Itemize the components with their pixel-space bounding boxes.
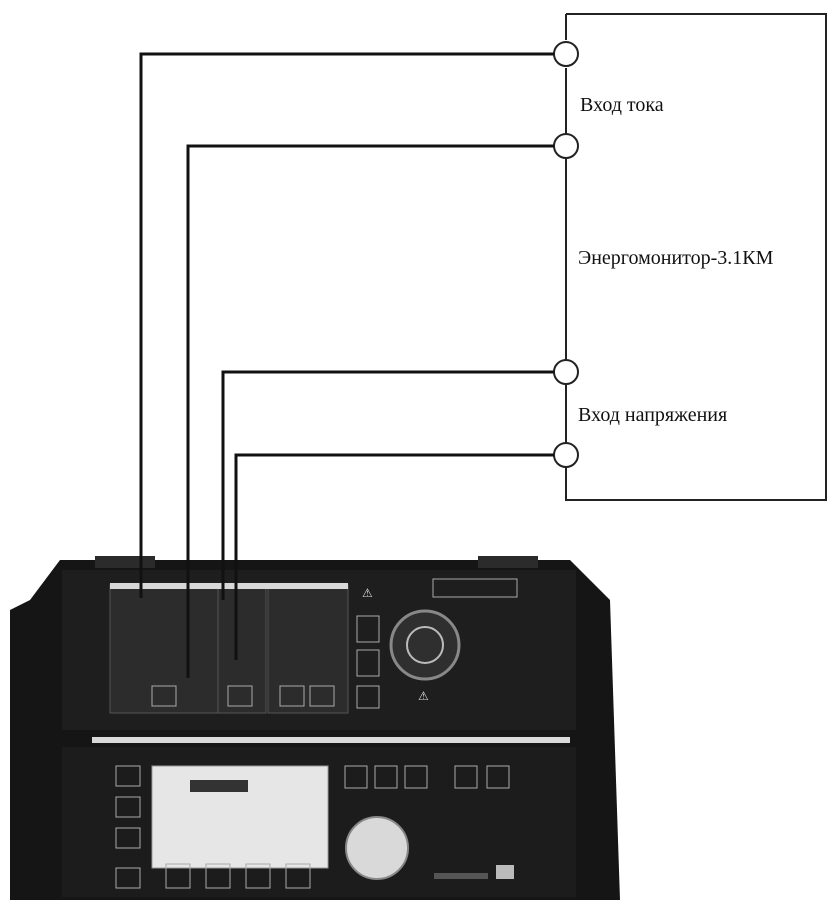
power-terminal-icon (356, 615, 380, 643)
current-input-label: Вход тока (580, 94, 664, 116)
warning-icon-lower: ⚠ (418, 689, 429, 703)
softkey-3 (245, 863, 271, 889)
wire-current-2 (186, 144, 554, 678)
current-terminal-1 (553, 41, 579, 67)
module-label-strip (110, 583, 348, 589)
voltage-input-label: Вход напряжения (578, 404, 727, 426)
left-handle (95, 556, 155, 568)
wiring (139, 52, 554, 678)
wire-current-1 (139, 52, 554, 598)
display-value-field (190, 780, 248, 792)
settings-gear-icon (374, 765, 398, 789)
side-button-4 (115, 867, 141, 889)
emergency-stop-ring (406, 626, 444, 664)
output-toggle-icon (454, 765, 478, 789)
side-button-1 (115, 765, 141, 787)
current-terminal-2 (553, 133, 579, 159)
device-name-label: Энергомонитор-3.1КМ (578, 247, 774, 269)
side-button-2 (115, 796, 141, 818)
manufacturer-mark (434, 873, 488, 879)
aux-button-1 (279, 685, 305, 707)
right-handle (478, 556, 538, 568)
logo-mark (496, 865, 514, 879)
panel-divider (92, 737, 570, 743)
current-range-button (151, 685, 177, 707)
brand-plate (432, 578, 518, 598)
save-icon (404, 765, 428, 789)
mode-button (356, 685, 380, 709)
current-module (109, 584, 219, 714)
emergency-stop-icon (389, 609, 461, 681)
energomonitor-outline (565, 13, 827, 501)
voltage-range-button (227, 685, 253, 707)
power-icon (486, 765, 510, 789)
rotary-knob (345, 816, 409, 880)
wire-voltage-2 (234, 453, 554, 660)
softkey-2 (205, 863, 231, 889)
voltage-terminal-1 (553, 359, 579, 385)
aux-button-2 (309, 685, 335, 707)
voltage-terminal-2 (553, 442, 579, 468)
side-button-3 (115, 827, 141, 849)
wire-voltage-1 (221, 370, 554, 600)
warning-icon: ⚠ (362, 586, 373, 600)
calibrator: ⚠ ⚠ (10, 556, 620, 900)
softkey-1 (165, 863, 191, 889)
softkey-4 (285, 863, 311, 889)
voltage-module (217, 584, 267, 714)
home-icon (344, 765, 368, 789)
energomonitor-box (565, 13, 827, 501)
socket-icon (356, 649, 380, 677)
